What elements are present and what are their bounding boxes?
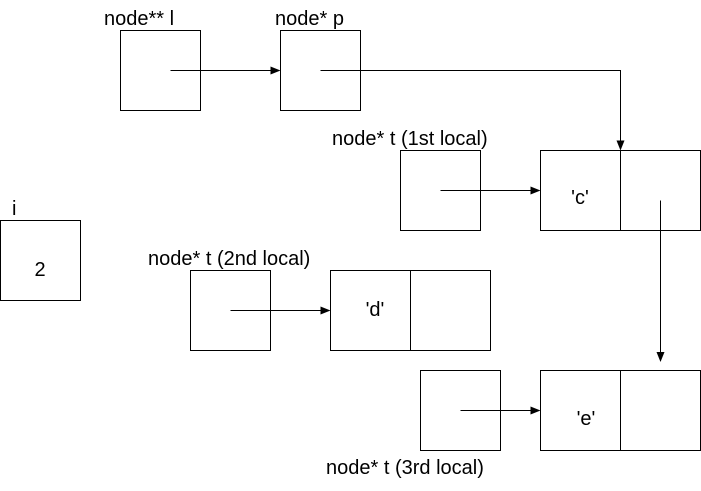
- value-i: 2: [34, 259, 45, 281]
- arrow-p-to-node-c: [320, 70, 625, 151]
- label-node-l: node** l: [104, 8, 174, 30]
- list-node-e: 'e': [540, 370, 701, 451]
- node-c-value: 'c': [571, 187, 589, 209]
- list-node-c: 'c': [540, 150, 701, 231]
- label-i: i: [12, 198, 16, 220]
- variable-box-i: 2: [0, 220, 81, 301]
- list-node-d: 'd': [330, 270, 491, 351]
- node-e-value: 'e': [577, 408, 596, 430]
- label-t-second-local: node* t (2nd local): [148, 248, 310, 270]
- node-d-value: 'd': [366, 299, 385, 321]
- label-t-first-local: node* t (1st local): [332, 128, 488, 150]
- label-t-third-local: node* t (3rd local): [326, 457, 484, 479]
- label-node-p: node* p: [275, 8, 344, 30]
